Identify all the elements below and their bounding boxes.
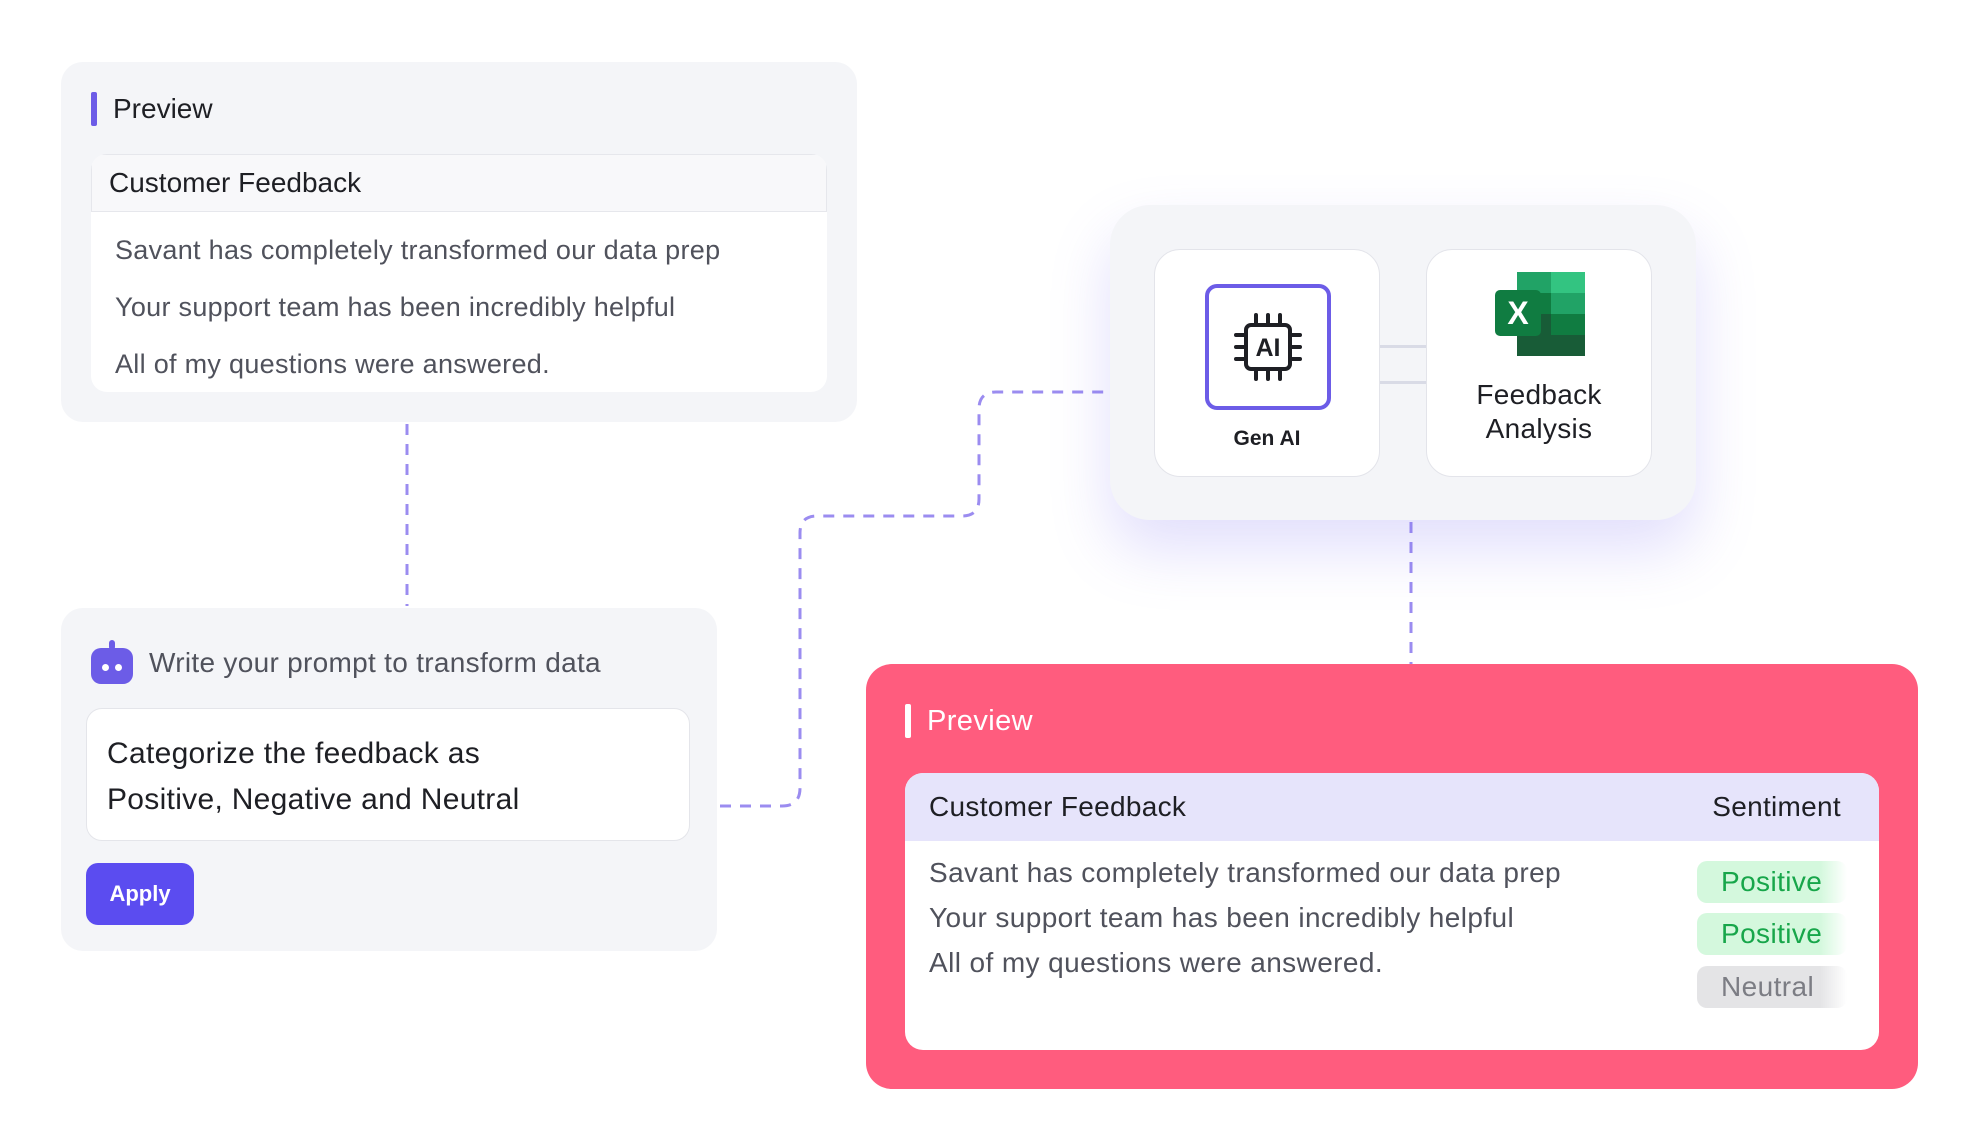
prompt-input[interactable]: Categorize the feedback as Positive, Neg… [86,708,690,841]
feedback-analysis-label-line: Feedback [1476,379,1602,410]
robot-icon [91,640,133,686]
result-row-feedback: Your support team has been incredibly he… [929,902,1515,933]
column-sentiment: Sentiment [1712,791,1841,822]
ai-chip-text: AI [1256,334,1281,362]
result-table-header: Customer Feedback Sentiment [905,773,1879,841]
feedback-analysis-tile[interactable]: X Feedback Analysis [1426,249,1652,477]
result-row-feedback: Savant has completely transformed our da… [929,857,1562,888]
gen-ai-label: Gen AI [1233,427,1301,450]
column-customer-feedback: Customer Feedback [929,791,1187,822]
preview-card-header: Preview [91,92,213,126]
preview-table-header: Customer Feedback [91,154,827,212]
accent-bar [91,92,97,126]
gen-ai-tile[interactable]: AI Gen AI [1154,249,1380,477]
preview-table-row: All of my questions were answered. [115,349,550,379]
preview-table-row: Your support team has been incredibly he… [115,292,676,322]
result-preview-card: Preview Customer Feedback Sentiment Sava… [866,664,1918,1089]
excel-icon-text: X [1507,295,1529,331]
prompt-card-header: Write your prompt to transform data [91,638,601,688]
result-row-feedback: All of my questions were answered. [929,947,1384,978]
prompt-card: Write your prompt to transform data Cate… [61,608,717,951]
sentiment-badge-neutral: Neutral [1697,966,1847,1008]
link-line [1380,381,1426,384]
feedback-analysis-label-line: Analysis [1485,413,1593,444]
preview-card: Preview Customer Feedback Savant has com… [61,62,857,422]
preview-table-row: Savant has completely transformed our da… [115,235,721,265]
sentiment-badge-positive: Positive [1697,913,1847,955]
excel-icon: X [1495,272,1585,356]
prompt-line: Categorize the feedback as [107,737,481,770]
process-panel: AI Gen AI X Feedback Analysis [1110,205,1696,520]
apply-button[interactable]: Apply [86,863,194,925]
preview-card-title: Preview [113,93,213,124]
result-table: Customer Feedback Sentiment Savant has c… [905,773,1879,1050]
prompt-line: Positive, Negative and Neutral [107,783,520,816]
result-card-header: Preview [905,704,1033,738]
prompt-label: Write your prompt to transform data [149,647,601,678]
sentiment-badge-positive: Positive [1697,861,1847,903]
result-card-title: Preview [927,704,1033,737]
ai-chip-icon: AI [1205,284,1331,410]
accent-bar [905,704,911,738]
link-line [1380,345,1426,348]
preview-table: Customer Feedback Savant has completely … [91,154,827,392]
feedback-analysis-label: Feedback Analysis [1427,378,1651,446]
